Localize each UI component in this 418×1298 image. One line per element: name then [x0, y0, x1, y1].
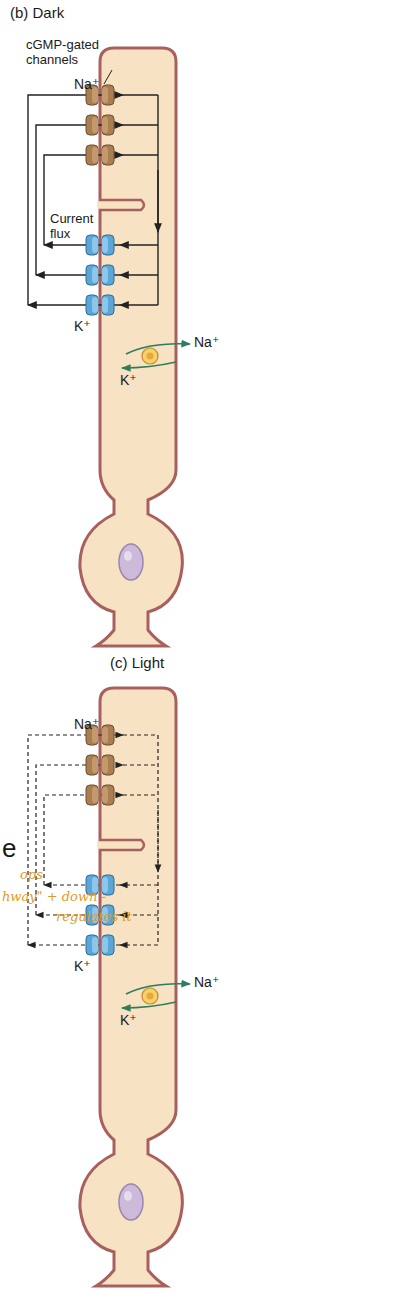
panel-label: (b) Dark: [10, 4, 64, 21]
ion-label: K⁺: [120, 1012, 137, 1028]
flux-label: Current flux: [50, 212, 96, 242]
handwritten-note: regulates it: [56, 910, 132, 925]
ion-label: Na⁺: [194, 334, 219, 350]
ion-label: K⁺: [120, 372, 137, 388]
ion-label: Na⁺: [74, 716, 99, 732]
ion-label: K⁺: [74, 958, 91, 974]
channel-label: cGMP-gated channels: [26, 38, 126, 68]
ion-label: K⁺: [74, 318, 91, 334]
handwritten-note: hway" + down -: [2, 890, 106, 905]
ion-label: Na⁺: [74, 76, 99, 92]
leader-line: [104, 70, 112, 84]
handwritten-note: ops: [20, 868, 43, 883]
rod-cell-light: [28, 688, 190, 1286]
ion-label: Na⁺: [194, 974, 219, 990]
cropped-text: e: [2, 834, 16, 864]
panel-label: (c) Light: [110, 654, 164, 671]
rod-cell-dark: [28, 48, 190, 646]
